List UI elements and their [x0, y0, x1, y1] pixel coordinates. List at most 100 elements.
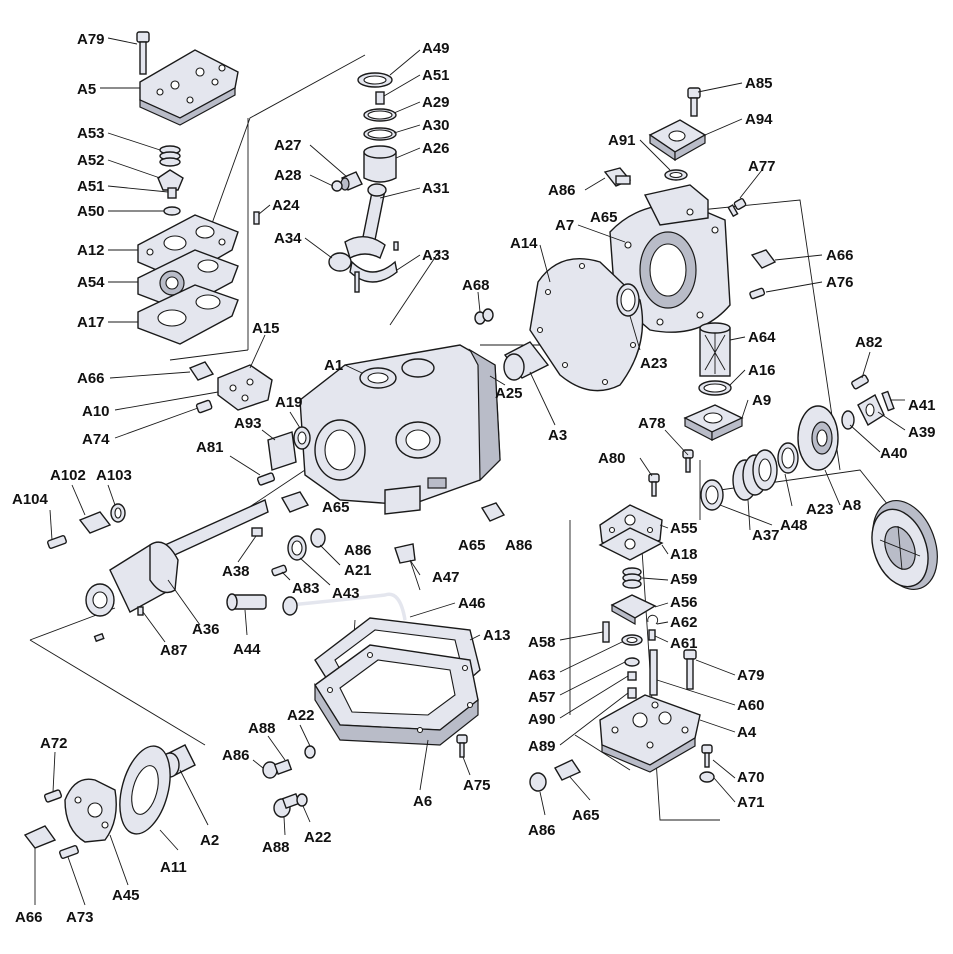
- bolt-a76: [749, 287, 766, 300]
- label-a17: A17: [77, 314, 105, 331]
- valve-a56: [610, 594, 657, 626]
- washer-a71: [699, 771, 715, 783]
- label-a58: A58: [528, 634, 556, 651]
- label-a65-upper: A65: [590, 209, 618, 226]
- label-a85: A85: [745, 75, 773, 92]
- label-a81: A81: [196, 439, 224, 456]
- sleeve-a3: [503, 341, 550, 381]
- pin-a41: [881, 390, 895, 412]
- part-labels: A79 A5 A53 A52 A51 A50 A24 A12 A54 A17 A…: [12, 31, 936, 926]
- label-a39: A39: [908, 424, 936, 441]
- label-a25: A25: [495, 385, 523, 402]
- label-a7: A7: [555, 217, 574, 234]
- fitting-a66-left: [188, 361, 215, 381]
- label-a90: A90: [528, 711, 556, 728]
- bolt-a77: [727, 198, 747, 218]
- bolt-a79-top: [136, 31, 150, 75]
- washer-a40: [841, 410, 855, 430]
- label-a19: A19: [275, 394, 303, 411]
- pump-body-a10: [217, 364, 273, 411]
- label-a8: A8: [842, 497, 861, 514]
- fitting-a66-right: [750, 249, 777, 269]
- plug-a68: [474, 308, 494, 325]
- label-a26: A26: [422, 140, 450, 157]
- spring-a51-top: [375, 91, 385, 105]
- rod-a60: [649, 649, 658, 696]
- piston-a26: [363, 145, 397, 183]
- pin-a24: [253, 211, 260, 225]
- label-a45: A45: [112, 887, 140, 904]
- bolt-a75: [456, 734, 468, 758]
- label-a59: A59: [670, 571, 698, 588]
- bolt-a81: [256, 472, 276, 486]
- label-a29: A29: [422, 94, 450, 111]
- fitting-a66-lower: [23, 825, 57, 849]
- cylinder-head-a5: [139, 49, 239, 126]
- bolt-a80: [648, 473, 660, 497]
- label-a79-right: A79: [737, 667, 765, 684]
- rod-cap-a33: [349, 241, 399, 293]
- label-a16: A16: [748, 362, 776, 379]
- label-a43: A43: [332, 585, 360, 602]
- label-a74: A74: [82, 431, 110, 448]
- clip-a62: [647, 614, 659, 625]
- gasket-a54: [137, 249, 239, 311]
- label-a62: A62: [670, 614, 698, 631]
- label-a72: A72: [40, 735, 68, 752]
- bolt-a104: [47, 535, 67, 549]
- label-a41: A41: [908, 397, 936, 414]
- crankshaft-a36: [85, 499, 269, 617]
- label-a103: A103: [96, 467, 132, 484]
- label-a93: A93: [234, 415, 262, 432]
- label-a31: A31: [422, 180, 450, 197]
- label-a86-lower: A86: [528, 822, 556, 839]
- label-a47: A47: [432, 569, 460, 586]
- filter-a64: [699, 322, 731, 377]
- oil-tube-a46: [282, 592, 407, 621]
- label-a10: A10: [82, 403, 110, 420]
- label-a52: A52: [77, 152, 105, 169]
- gasket-a18: [598, 527, 664, 561]
- label-a66-left: A66: [77, 370, 105, 387]
- bolt-a72: [43, 789, 63, 803]
- label-a40: A40: [880, 445, 908, 462]
- label-a80: A80: [598, 450, 626, 467]
- label-a30: A30: [422, 117, 450, 134]
- label-a49: A49: [422, 40, 450, 57]
- label-a86-lowerleft: A86: [222, 747, 250, 764]
- label-a12: A12: [77, 242, 105, 259]
- label-a27: A27: [274, 137, 302, 154]
- label-a75: A75: [463, 777, 491, 794]
- label-a94: A94: [745, 111, 773, 128]
- fitting-a65-lower: [554, 759, 582, 781]
- label-a13: A13: [483, 627, 511, 644]
- label-a55: A55: [670, 520, 698, 537]
- parts: [23, 31, 938, 859]
- bolt-a85: [687, 87, 701, 117]
- label-a14: A14: [510, 235, 538, 252]
- leader-lines: [34, 37, 906, 906]
- nut-a86-lower: [529, 772, 547, 792]
- label-a65-center: A65: [322, 499, 350, 516]
- label-a33: A33: [422, 247, 450, 264]
- label-a36: A36: [192, 621, 220, 638]
- label-a71: A71: [737, 794, 765, 811]
- cap-a52: [157, 169, 184, 191]
- label-a50: A50: [77, 203, 105, 220]
- cylinder-head-a4: [599, 694, 701, 773]
- pin-a58: [602, 621, 610, 643]
- label-a102: A102: [50, 467, 86, 484]
- label-a11: A11: [160, 859, 187, 876]
- label-a1: A1: [324, 357, 343, 374]
- nut-a39: [857, 394, 885, 427]
- label-a68: A68: [462, 277, 490, 294]
- fitting-a86-upper: [603, 167, 632, 187]
- key-a38: [251, 527, 263, 537]
- label-a83: A83: [292, 580, 320, 597]
- label-a65-right: A65: [458, 537, 486, 554]
- clip-a28: [331, 180, 343, 192]
- spring-a59: [622, 567, 642, 589]
- washer-a22-upper: [304, 745, 316, 759]
- valve-plate-a12: [137, 214, 239, 281]
- spring-a61: [648, 629, 656, 641]
